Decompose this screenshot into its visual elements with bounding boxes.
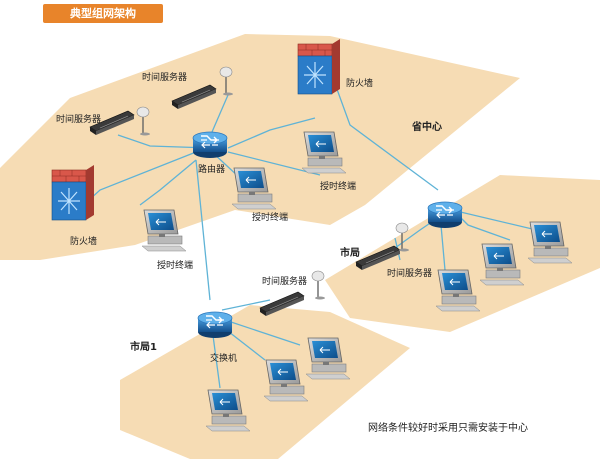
router-icon [192,131,228,159]
firewall-left-icon [51,164,95,221]
label-client-a: 授时终端 [320,182,357,192]
label-time-server-c: 时间服务器 [387,269,433,279]
city2-router-icon [427,201,463,229]
city1-region [120,305,410,459]
antenna-d-icon [311,270,326,301]
firewall-top-icon [297,38,341,95]
footnote: 网络条件较好时采用只需安装于中心 [368,423,528,434]
label-firewall-top: 防火墙 [346,79,374,89]
region-label-province: 省中心 [412,122,442,133]
diagram-title: 典型组网架构 [43,4,163,23]
label-switch: 交换机 [210,354,238,364]
region-label-city2: 市局 [340,248,360,259]
label-time-server-a: 时间服务器 [56,115,102,125]
city2-region [325,175,600,332]
label-time-server-d: 时间服务器 [262,277,308,287]
label-client-b: 授时终端 [252,213,289,223]
label-router: 路由器 [198,165,226,175]
switch-icon [197,311,233,339]
label-client-c: 授时终端 [157,261,194,271]
label-firewall-left: 防火墙 [70,237,98,247]
province-region [0,34,520,260]
region-label-city1: 市局1 [130,342,157,353]
label-time-server-b: 时间服务器 [142,73,188,83]
